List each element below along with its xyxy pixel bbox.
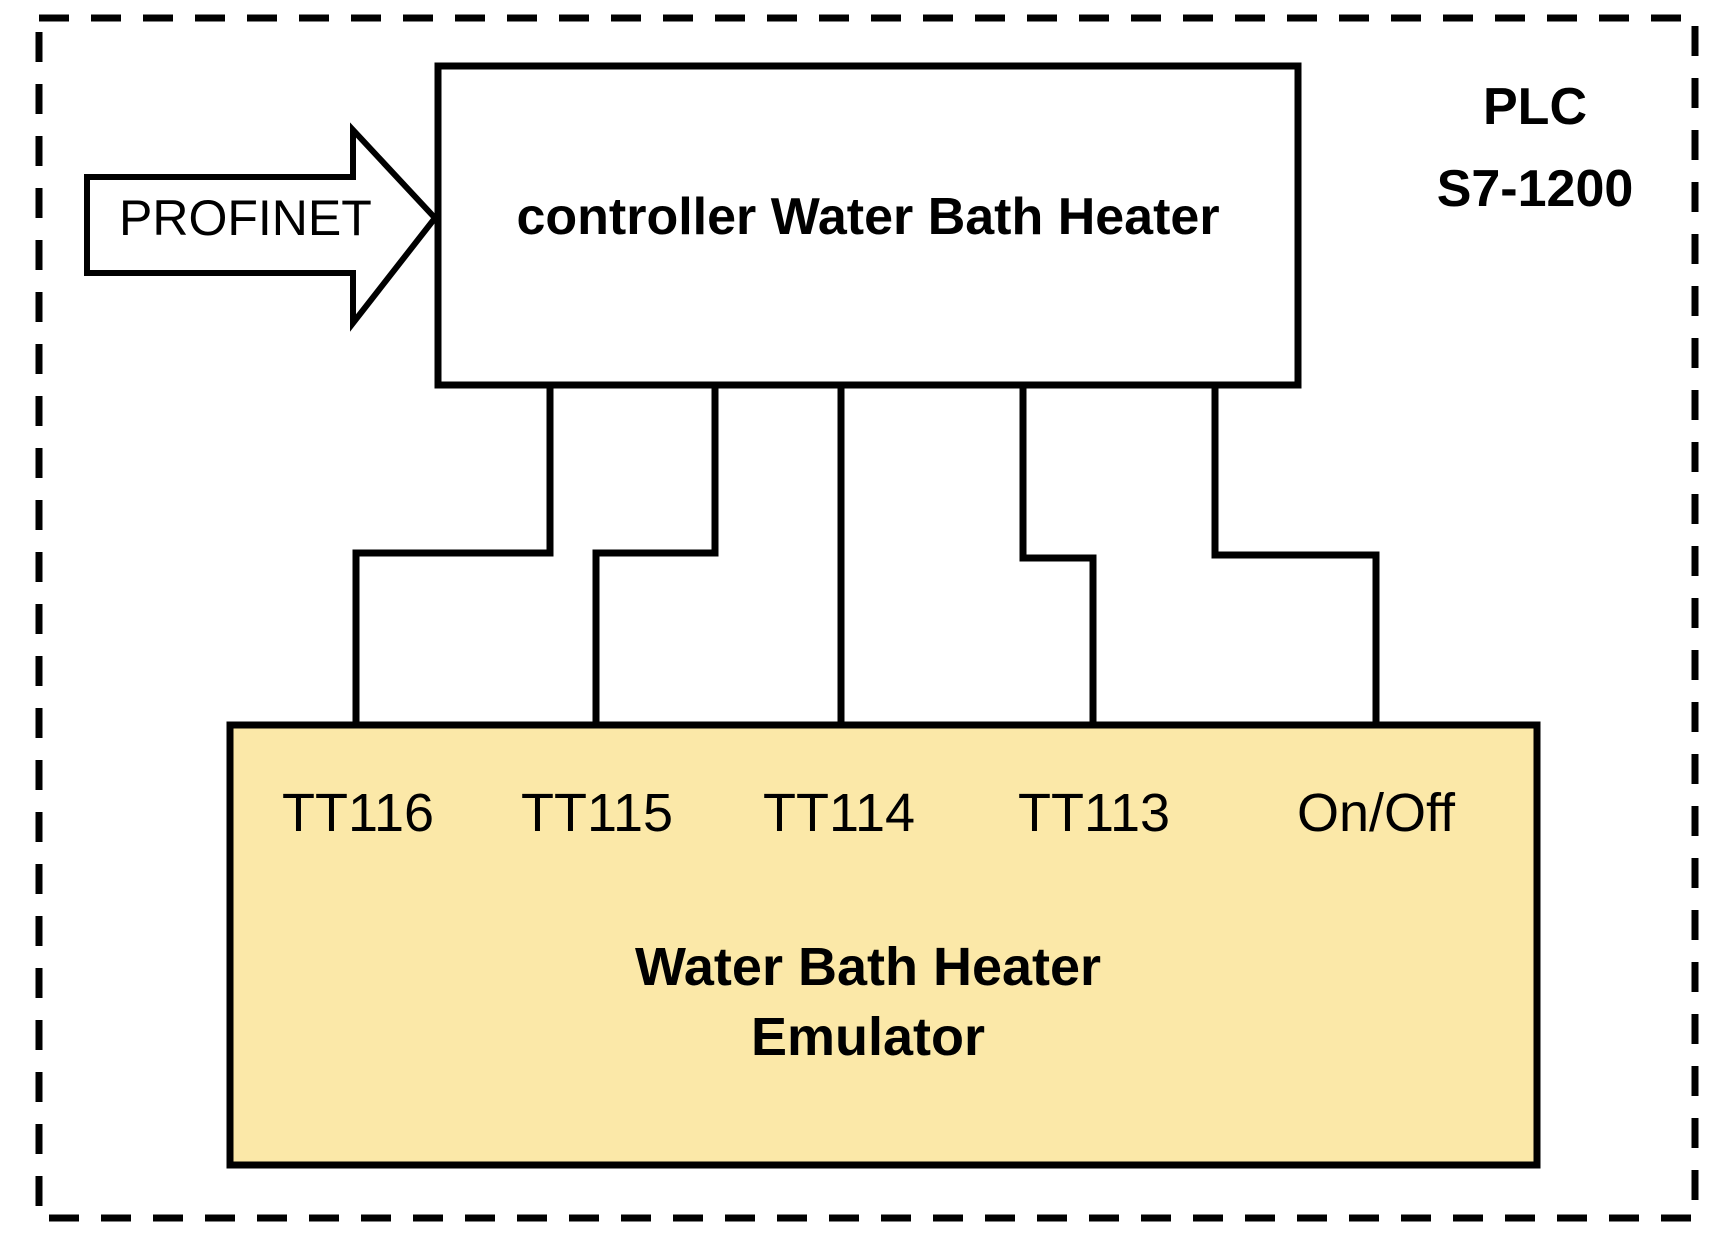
signal-label-on-off: On/Off [1297,783,1456,843]
plc-boundary [35,14,1699,1222]
wire-tt116 [352,385,554,725]
signal-label-tt113: TT113 [1018,783,1170,843]
emulator-title-line1: Water Bath Heater [635,937,1101,997]
profinet-arrow [84,122,439,332]
profinet-label: PROFINET [119,190,372,246]
signal-label-tt116: TT116 [282,783,434,843]
plc-name: PLC [1483,78,1587,136]
emulator-box [226,721,1541,1169]
controller-box [434,62,1302,389]
wire-on-off [1211,385,1380,725]
wire-tt113 [1019,385,1097,725]
plc-model: S7-1200 [1437,160,1634,218]
controller-label: controller Water Bath Heater [516,188,1219,246]
signal-label-tt115: TT115 [521,783,673,843]
emulator-title-line2: Emulator [751,1007,985,1067]
signal-wires [352,385,1380,725]
wire-tt115 [592,385,719,725]
signal-label-tt114: TT114 [763,783,915,843]
